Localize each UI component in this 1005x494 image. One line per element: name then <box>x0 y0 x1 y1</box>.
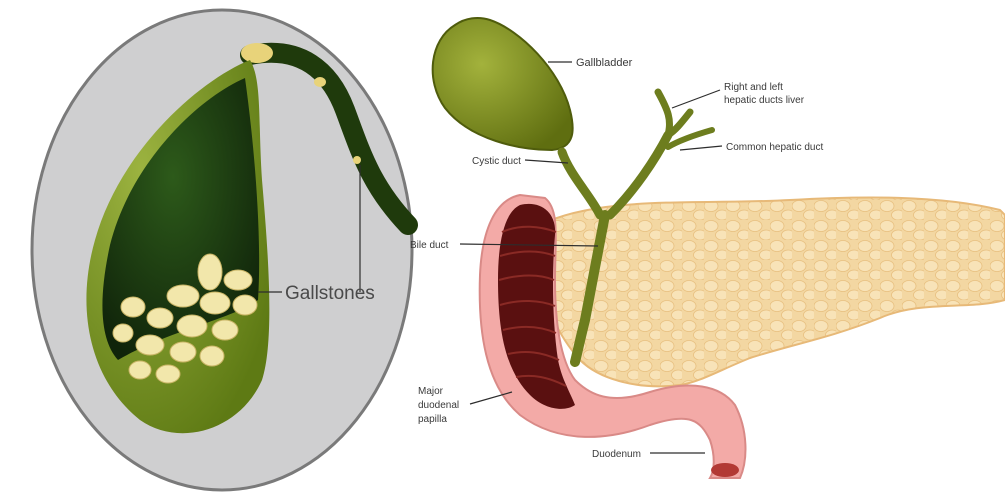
cystic-duct <box>562 152 600 215</box>
papilla-label-line1: Major <box>418 386 444 397</box>
common-hepatic-duct-label: Common hepatic duct <box>726 142 823 153</box>
duodenum-label: Duodenum <box>592 449 641 460</box>
gallbladder <box>433 18 573 150</box>
hepatic-ducts-leader <box>672 90 720 108</box>
cystic-duct-label: Cystic duct <box>472 156 521 167</box>
papilla-label-line3: papilla <box>418 414 447 425</box>
duodenum-opening <box>711 463 739 477</box>
duct-stone <box>314 77 326 87</box>
gallstones-label: Gallstones <box>285 283 375 304</box>
papilla-label-line2: duodenal <box>418 400 459 411</box>
duct-stone <box>353 156 361 164</box>
pancreas <box>540 197 1005 386</box>
gallstones-inset: Gallstones <box>32 10 412 490</box>
biliary-anatomy: Gallbladder Right and left hepatic ducts… <box>410 18 1005 478</box>
hepatic-ducts-label-line2: hepatic ducts liver <box>724 95 805 106</box>
bile-duct-label: Bile duct <box>410 240 449 251</box>
right-left-hepatic-ducts <box>658 92 690 135</box>
hepatic-ducts-label-line1: Right and left <box>724 82 783 93</box>
gallbladder-label: Gallbladder <box>576 57 633 69</box>
duct-stone <box>241 43 273 63</box>
common-hepatic-leader <box>680 146 722 150</box>
